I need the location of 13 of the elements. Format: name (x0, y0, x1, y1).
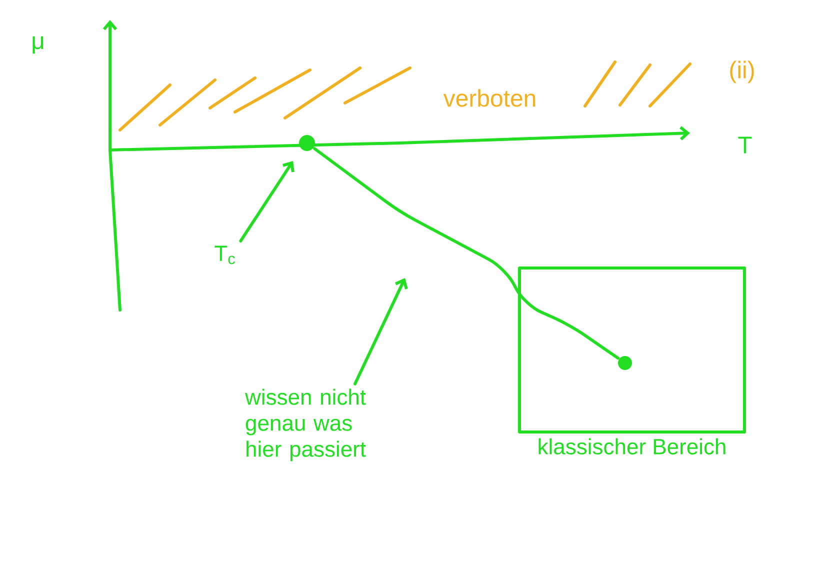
note-text: wissen nicht genau was hier passiert (244, 388, 366, 462)
axis-label: μ (32, 36, 44, 54)
curve-line (313, 147, 620, 360)
point-dot (299, 134, 315, 151)
arrow (239, 160, 294, 242)
node-label: klassischer Bereich (538, 438, 726, 454)
arrow (354, 278, 408, 386)
point-label: T$_{c}$ (214, 246, 235, 264)
region-label: verboten (443, 89, 536, 107)
region-label: (ii) (730, 60, 754, 84)
region-box: klassischer Bereich (518, 266, 746, 454)
axis-label: T (738, 136, 752, 154)
point-dot (618, 356, 632, 370)
